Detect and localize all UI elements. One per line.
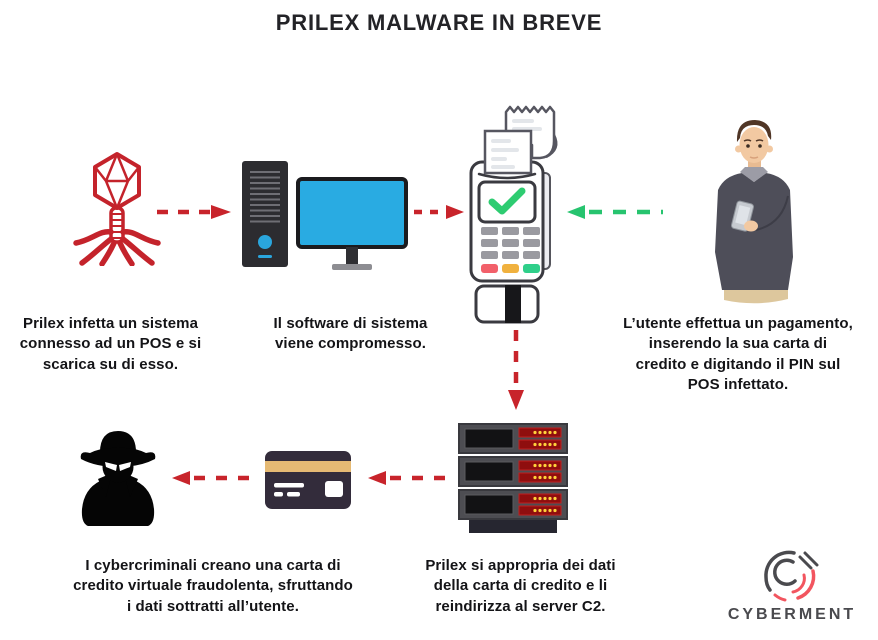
desktop-tower-icon (242, 161, 288, 267)
monitor-icon (296, 177, 408, 270)
page-title: PRILEX MALWARE IN BREVE (275, 10, 603, 35)
user-with-phone-icon (715, 120, 793, 304)
caption-step-infection: Prilex infetta un sistema connesso ad un… (19, 315, 202, 373)
pos-terminal-icon (469, 105, 558, 324)
credit-card-icon (265, 451, 351, 509)
hacker-icon (80, 431, 156, 526)
caption-step-compromise: Il software di sistema viene compromesso… (273, 315, 428, 353)
cyberment-logo-wordmark: CYBERMENT (727, 606, 857, 623)
caption-step-payment: L’utente effettua un pagamento, inserend… (623, 315, 853, 394)
arrow-virus-to-pc (157, 205, 231, 219)
caption-step-exfiltration: Prilex si appropria dei dati della carta… (425, 557, 616, 615)
server-rack-icon (458, 423, 568, 533)
caption-step-card-fraud: I cybercriminali creano una carta di cre… (73, 557, 353, 615)
arrow-server-to-card (368, 471, 446, 485)
virus-icon (73, 152, 161, 266)
arrow-user-to-pos (567, 205, 663, 219)
cyberment-logo-mark (764, 550, 819, 602)
arrow-card-to-hacker (172, 471, 250, 485)
arrow-pc-to-pos (414, 205, 464, 219)
arrow-pos-to-server (508, 330, 524, 410)
